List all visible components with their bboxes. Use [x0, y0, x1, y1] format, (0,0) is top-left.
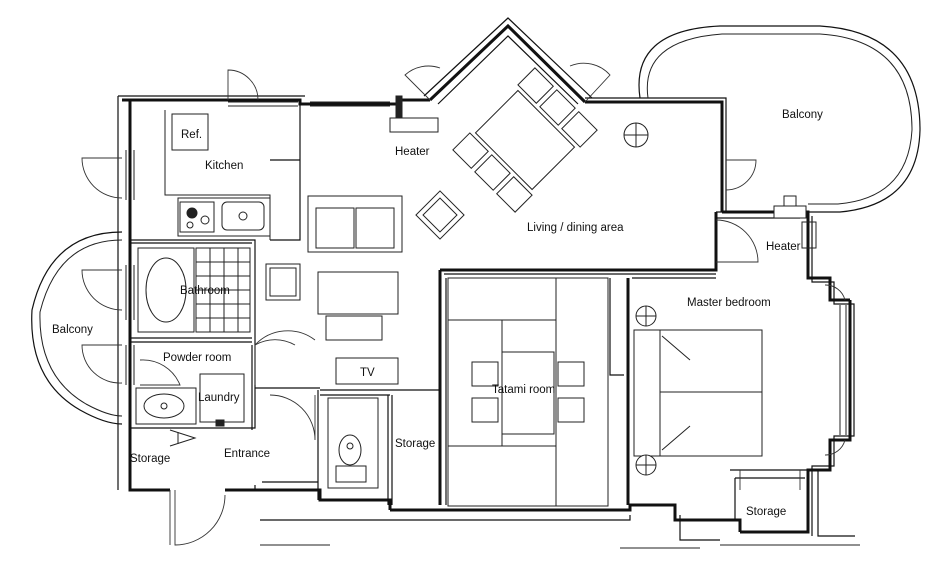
stove — [179, 201, 215, 233]
label-heater-bedroom: Heater — [766, 241, 801, 253]
living-furniture — [265, 67, 649, 385]
powder-room-fixtures — [135, 373, 245, 427]
label-balcony-top: Balcony — [782, 109, 823, 121]
interior-walls — [125, 100, 847, 520]
label-ref: Ref. — [181, 129, 202, 141]
label-living: Living / dining area — [527, 222, 624, 234]
washbasin — [143, 393, 185, 419]
balcony-left — [31, 231, 123, 425]
label-storage-bedroom: Storage — [746, 506, 786, 518]
heater-unit — [389, 117, 439, 133]
label-heater-living: Heater — [395, 146, 430, 158]
label-tatami-room: Tatami room — [492, 384, 555, 396]
armchair — [265, 263, 301, 301]
outer-walls — [117, 17, 860, 549]
label-kitchen: Kitchen — [205, 160, 243, 172]
tatami-furniture — [447, 277, 609, 507]
label-entrance: Entrance — [224, 448, 270, 460]
label-bathroom: Bathroom — [180, 285, 230, 297]
coffee-table — [317, 271, 399, 315]
refrigerator — [171, 113, 209, 151]
balcony-top — [638, 25, 921, 213]
kitchen-fixtures — [164, 110, 271, 240]
low-table — [501, 351, 555, 435]
label-tv: TV — [360, 367, 375, 379]
toilet-fixtures — [327, 397, 379, 489]
label-balcony-left: Balcony — [52, 324, 93, 336]
doors — [81, 62, 846, 546]
heater-unit-bedroom — [773, 205, 807, 219]
kitchen-sink — [221, 201, 265, 231]
dining-table — [474, 89, 576, 191]
armchair-angled — [415, 190, 465, 240]
tv-stand — [335, 357, 399, 385]
bathroom-fixtures — [137, 247, 251, 333]
label-laundry: Laundry — [198, 392, 240, 404]
label-master-bedroom: Master bedroom — [687, 297, 771, 309]
bathtub — [145, 257, 187, 323]
label-powder-room: Powder room — [163, 352, 231, 364]
entrance-storage-fixtures — [169, 429, 197, 447]
toilet — [338, 434, 362, 466]
bedroom-furniture — [633, 195, 817, 476]
label-storage-entrance: Storage — [130, 453, 170, 465]
room-labels: Ref. Kitchen Heater Balcony Living / din… — [52, 109, 823, 518]
sofa — [307, 195, 403, 253]
label-storage-closet: Storage — [395, 438, 435, 450]
